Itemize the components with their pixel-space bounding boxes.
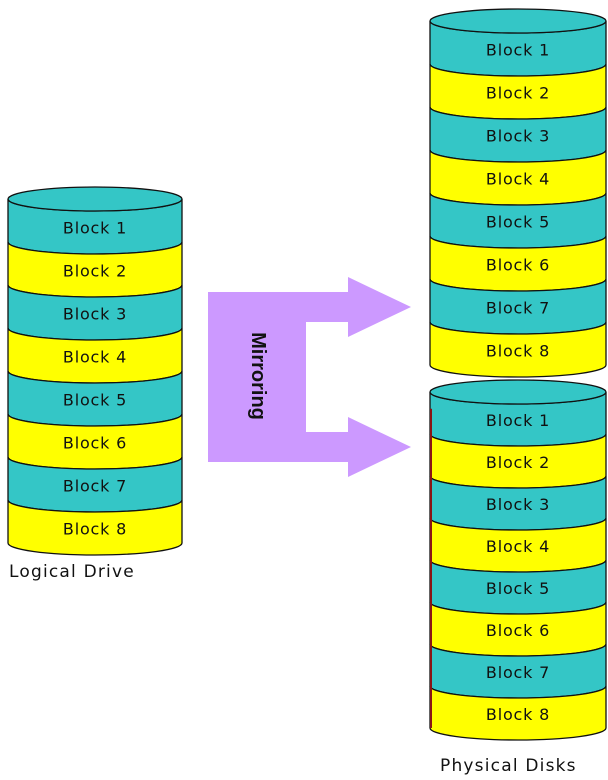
physical-disk-1-block-3-label: Block 3 (486, 127, 550, 146)
mirroring-arrow-shape (208, 277, 411, 477)
physical-disk-1-block-6-label: Block 6 (486, 256, 550, 275)
logical-drive-caption: Logical Drive (9, 562, 135, 582)
physical-disk-2-block-8: Block 8 (429, 685, 607, 741)
logical-drive-block-4: Block 4 (7, 327, 183, 384)
physical-disk-2-cylinder: Block 1 Block 2 Block 3 Block 4 Block 5 Block… (429, 379, 607, 741)
physical-disk-1-block-8-band (429, 321, 607, 378)
physical-disk-2-block-5-label: Block 5 (486, 579, 550, 598)
physical-disk-1-block-8-label: Block 8 (486, 342, 550, 361)
logical-drive-top-cap (7, 186, 183, 212)
physical-disk-2-top-cap (429, 379, 607, 405)
logical-drive-block-7: Block 7 (7, 456, 183, 513)
physical-disk-1-block-7-label: Block 7 (486, 299, 550, 318)
mirroring-label: Mirroring (247, 332, 269, 420)
logical-drive-block-5: Block 5 (7, 370, 183, 427)
physical-disk-2-block-8-label: Block 8 (486, 705, 550, 724)
physical-disk-2-block-3: Block 3 (429, 475, 607, 531)
physical-disk-1-block-5: Block 5 (429, 192, 607, 249)
logical-drive-block-8-band (7, 499, 183, 556)
physical-disk-2-block-8-band (429, 685, 607, 741)
physical-disk-1-block-6: Block 6 (429, 235, 607, 292)
physical-disk-1-block-5-label: Block 5 (486, 213, 550, 232)
physical-disk-1-cylinder: Block 1 Block 2 Block 3 Block 4 Block 5 Block… (429, 8, 607, 378)
physical-disk-2-block-7-label: Block 7 (486, 663, 550, 682)
logical-drive-block-2-label: Block 2 (63, 262, 127, 281)
logical-drive-block-6-label: Block 6 (63, 434, 127, 453)
physical-disk-1-top-cap (429, 8, 607, 34)
physical-disk-1-block-4: Block 4 (429, 149, 607, 206)
logical-drive-block-4-label: Block 4 (63, 348, 127, 367)
logical-drive-cylinder: Block 1 Block 2 Block 3 Block 4 Block 5 Block… (7, 186, 183, 556)
logical-drive-block-1-label: Block 1 (63, 219, 127, 238)
physical-disk-2-block-1-label: Block 1 (486, 411, 550, 430)
physical-disk-1-block-1-label: Block 1 (486, 41, 550, 60)
mirroring-arrow: Mirroring (208, 277, 411, 477)
logical-drive-block-3-label: Block 3 (63, 305, 127, 324)
physical-disk-1-block-2-label: Block 2 (486, 84, 550, 103)
physical-disk-2-block-4-label: Block 4 (486, 537, 550, 556)
physical-disk-2-block-3-label: Block 3 (486, 495, 550, 514)
physical-disk-1-block-8: Block 8 (429, 321, 607, 378)
logical-drive-block-8: Block 8 (7, 499, 183, 556)
physical-disk-2-block-2-label: Block 2 (486, 453, 550, 472)
physical-disk-2-block-4: Block 4 (429, 517, 607, 573)
physical-disk-2-block-6-label: Block 6 (486, 621, 550, 640)
logical-drive-block-5-label: Block 5 (63, 391, 127, 410)
physical-disk-1-block-4-label: Block 4 (486, 170, 550, 189)
logical-drive-block-6: Block 6 (7, 413, 183, 470)
physical-disk-2-block-2: Block 2 (429, 433, 607, 489)
physical-disks-caption: Physical Disks (440, 756, 577, 776)
logical-drive-block-8-label: Block 8 (63, 520, 127, 539)
logical-drive-block-7-label: Block 7 (63, 477, 127, 496)
